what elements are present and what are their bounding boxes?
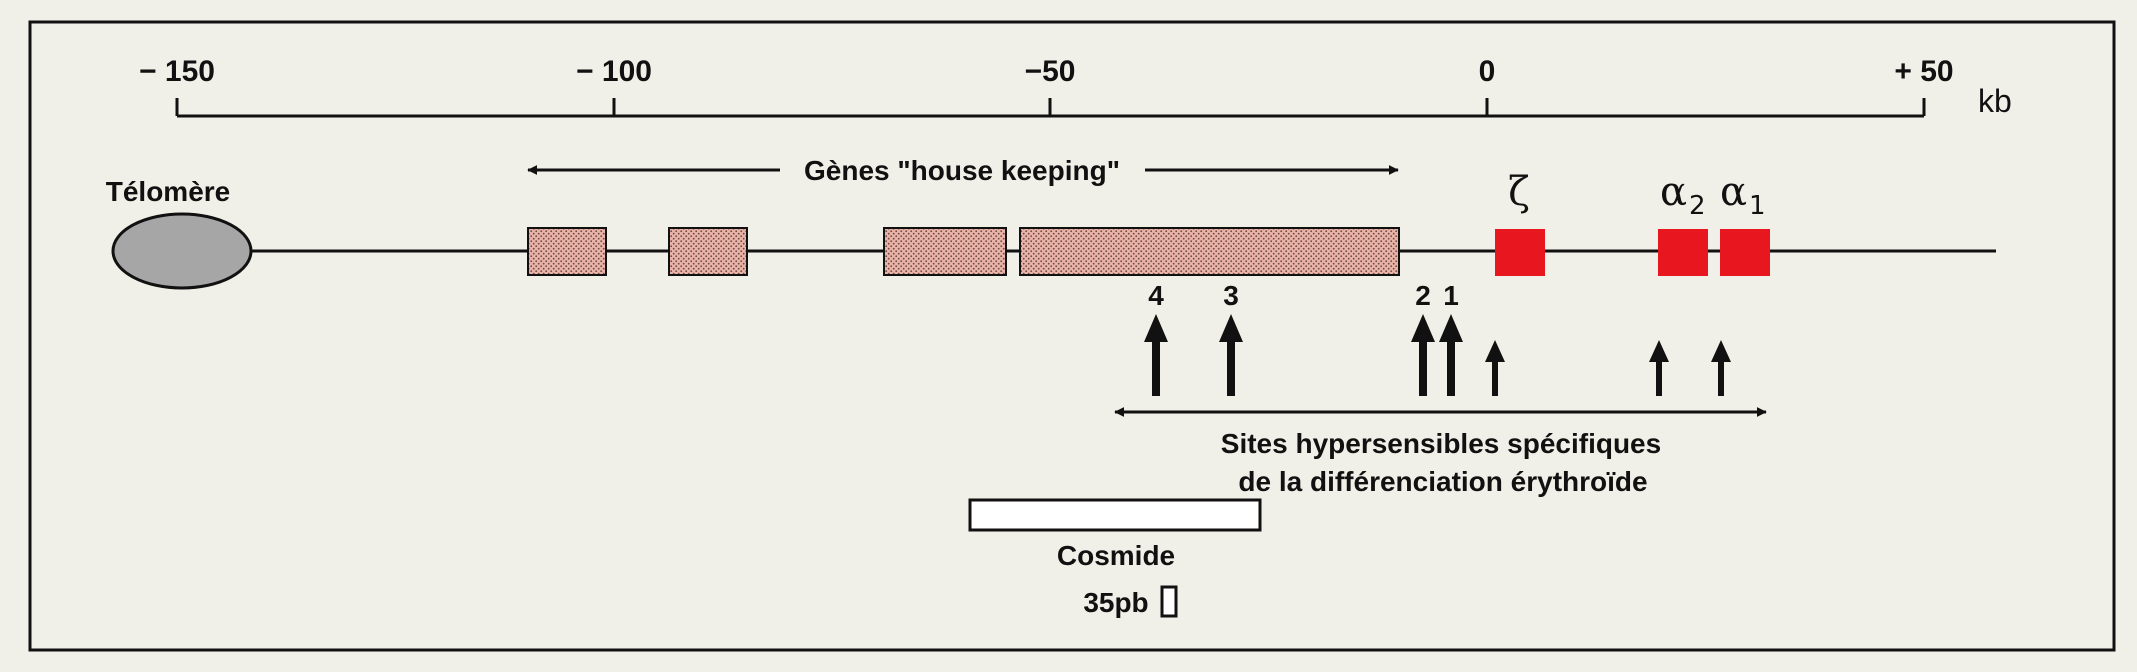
hs-arrow-2 (1411, 314, 1435, 396)
kb-scale: − 150 − 100 −50 0 + 50 kb (139, 55, 2012, 119)
hs-arrow-1 (1439, 314, 1463, 396)
hs-arrow-4 (1144, 314, 1168, 396)
telomere-ellipse (111, 212, 253, 290)
alpha2-symbol: α (1660, 169, 1687, 215)
housekeeping-label: Gènes "house keeping" (804, 155, 1120, 186)
cosmide-label: Cosmide (1057, 540, 1175, 571)
hs-arrow-small (1485, 340, 1505, 396)
hs-site-label-4: 4 (1148, 280, 1164, 311)
hs-site-label-2: 2 (1415, 280, 1431, 311)
probe-box (1160, 585, 1178, 618)
alpha1-gene-box (1720, 229, 1770, 276)
housekeeping-gene-box (883, 227, 1007, 276)
hs-site-label-3: 3 (1223, 280, 1239, 311)
tick-label-minus100: − 100 (576, 55, 652, 88)
telomere-label: Télomère (106, 176, 231, 207)
scale-unit-label: kb (1978, 83, 2012, 119)
tick-label-plus50: + 50 (1894, 55, 1953, 88)
figure-frame (28, 20, 2116, 652)
housekeeping-gene-box (527, 227, 607, 276)
hs-site-label-1: 1 (1443, 280, 1459, 311)
alpha2-subscript: 2 (1689, 191, 1706, 221)
housekeeping-gene-box (1019, 227, 1400, 276)
alpha1-subscript: 1 (1749, 191, 1766, 221)
hs-arrow-3 (1219, 314, 1243, 396)
tick-label-0: 0 (1479, 55, 1496, 88)
cosmide-box (968, 498, 1262, 532)
zeta-gene-label: ζ (1508, 169, 1530, 215)
hs-arrow-small (1711, 340, 1731, 396)
housekeeping-gene-box (668, 227, 748, 276)
hs-arrow-small (1649, 340, 1669, 396)
hs-caption-line2: de la différenciation érythroïde (1238, 466, 1647, 497)
probe-label: 35pb (1083, 587, 1148, 618)
alpha1-symbol: α (1720, 169, 1747, 215)
alpha2-gene-box (1658, 229, 1708, 276)
tick-label-minus50: −50 (1025, 55, 1076, 88)
alpha2-gene-label: α2 (1660, 169, 1706, 221)
hs-caption-line1: Sites hypersensibles spécifiques (1221, 428, 1661, 459)
zeta-gene-box (1495, 229, 1545, 276)
tick-label-minus150: − 150 (139, 55, 215, 88)
housekeeping-label-bg (780, 152, 1145, 188)
alpha1-gene-label: α1 (1720, 169, 1766, 221)
